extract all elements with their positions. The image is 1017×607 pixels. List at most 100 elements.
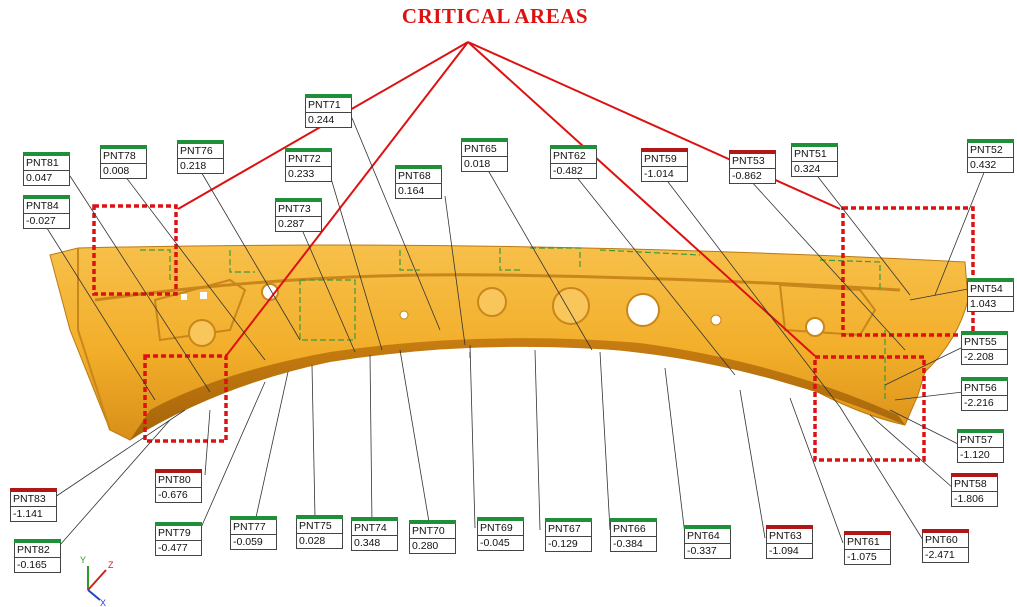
point-deviation: -1.806 [951,491,998,507]
point-deviation: -2.208 [961,349,1008,365]
point-deviation: 0.233 [285,166,332,182]
status-bar [155,469,202,473]
status-bar [351,517,398,521]
hole [200,292,207,299]
point-deviation: -0.477 [155,540,202,556]
point-deviation: 0.047 [23,170,70,186]
point-deviation: -1.141 [10,506,57,522]
point-name: PNT68 [395,169,442,183]
status-bar [285,148,332,152]
part-groove [94,273,901,302]
status-bar [395,165,442,169]
status-bar [230,516,277,520]
point-name: PNT80 [155,473,202,487]
point-label-pnt66: PNT66-0.384 [610,518,657,552]
critical-areas-title: CRITICAL AREAS [401,4,589,28]
svg-text:Z: Z [108,560,114,570]
point-label-pnt80: PNT80-0.676 [155,469,202,503]
point-name: PNT55 [961,335,1008,349]
point-deviation: -1.120 [957,447,1004,463]
point-label-pnt59: PNT59-1.014 [641,148,688,182]
point-label-pnt55: PNT55-2.208 [961,331,1008,365]
status-bar [961,331,1008,335]
point-label-pnt63: PNT63-1.094 [766,525,813,559]
point-deviation: -0.129 [545,536,592,552]
point-label-pnt64: PNT64-0.337 [684,525,731,559]
point-deviation: -2.216 [961,395,1008,411]
status-bar [967,278,1014,282]
point-label-pnt62: PNT62-0.482 [550,145,597,179]
hole [399,310,409,320]
point-deviation: 0.244 [305,112,352,128]
hole [552,287,590,325]
point-name: PNT57 [957,433,1004,447]
point-label-pnt77: PNT77-0.059 [230,516,277,550]
svg-text:Y: Y [80,555,86,565]
point-label-pnt61: PNT61-1.075 [844,531,891,565]
point-name: PNT66 [610,522,657,536]
feature-outlines [140,247,886,400]
point-deviation: -0.337 [684,543,731,559]
point-deviation: -0.384 [610,536,657,552]
point-deviation: -0.059 [230,534,277,550]
point-name: PNT77 [230,520,277,534]
point-name: PNT72 [285,152,332,166]
point-label-pnt58: PNT58-1.806 [951,473,998,507]
status-bar [305,94,352,98]
part-flange [130,338,905,440]
status-bar [641,148,688,152]
hole [805,317,825,337]
point-name: PNT65 [461,142,508,156]
inner-pocket [153,278,247,342]
critical-callouts [92,41,975,462]
point-label-pnt79: PNT79-0.477 [155,522,202,556]
status-bar [951,473,998,477]
hole [188,319,216,347]
status-bar [10,488,57,492]
status-bar [177,140,224,144]
point-deviation: 0.018 [461,156,508,172]
point-label-pnt57: PNT57-1.120 [957,429,1004,463]
inner-pocket-right [778,283,877,337]
point-deviation: 0.348 [351,535,398,551]
point-deviation: -0.045 [477,535,524,551]
point-label-pnt82: PNT82-0.165 [14,539,61,573]
status-bar [477,517,524,521]
status-bar [791,143,838,147]
part-edge-top [77,248,111,431]
point-name: PNT73 [275,202,322,216]
critical-area-box [143,354,228,443]
point-deviation: 0.280 [409,538,456,554]
status-bar [961,377,1008,381]
point-deviation: -0.862 [729,168,776,184]
point-label-pnt56: PNT56-2.216 [961,377,1008,411]
critical-area-box [841,206,975,337]
status-bar [461,138,508,142]
point-label-pnt60: PNT60-2.471 [922,529,969,563]
status-bar [844,531,891,535]
point-label-pnt84: PNT84-0.027 [23,195,70,229]
point-deviation: 0.008 [100,163,147,179]
status-bar [729,150,776,154]
point-name: PNT62 [550,149,597,163]
point-name: PNT71 [305,98,352,112]
status-bar [545,518,592,522]
axis-triad: Y Z X [80,555,114,607]
point-label-pnt67: PNT67-0.129 [545,518,592,552]
point-name: PNT76 [177,144,224,158]
point-name: PNT83 [10,492,57,506]
hole [626,293,660,327]
point-deviation: -0.482 [550,163,597,179]
point-deviation: 1.043 [967,296,1014,312]
point-name: PNT58 [951,477,998,491]
critical-area-box [813,355,926,462]
status-bar [967,139,1014,143]
